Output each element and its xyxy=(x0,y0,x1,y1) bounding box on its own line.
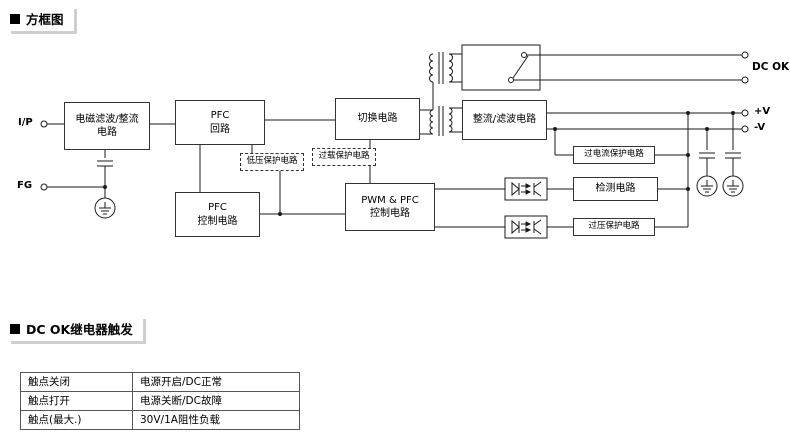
output-wires xyxy=(435,112,742,228)
v-plus-terminal-label: +V xyxy=(754,106,771,117)
block-low-voltage-protection: 低压保护电路 xyxy=(240,153,304,171)
table-row: 触点关闭 电源开启/DC正常 xyxy=(21,373,299,392)
terminal-dots xyxy=(40,51,749,191)
block-rectifier-filter: 整流/滤波电路 xyxy=(462,100,547,140)
block-overvoltage-protection: 过压保护电路 xyxy=(573,218,655,236)
block-pwm-pfc-control: PWM & PFC 控制电路 xyxy=(345,183,435,231)
input-terminal-label: I/P xyxy=(18,117,33,128)
table-cell-value: 电源开启/DC正常 xyxy=(140,376,222,388)
section-title-text: 方框图 xyxy=(26,12,64,27)
relay-contact-icon xyxy=(461,44,742,91)
v-minus-terminal-label: -V xyxy=(754,122,766,133)
table-row: 触点(最大.) 30V/1A阻性负载 xyxy=(21,411,299,429)
junction-dots xyxy=(103,111,735,216)
block-emi-filter: 电磁滤波/整流 电路 xyxy=(64,102,150,150)
block-detection: 检测电路 xyxy=(573,177,658,201)
transformer-icon xyxy=(420,106,462,136)
table-cell-label: 触点打开 xyxy=(21,392,133,410)
dc-ok-table: 触点关闭 电源开启/DC正常 触点打开 电源关断/DC故障 触点(最大.) 30… xyxy=(20,372,300,430)
relay-transformer-icon xyxy=(429,52,462,110)
block-overload-protection: 过载保护电路 xyxy=(312,148,376,166)
section-title-block-diagram: 方框图 xyxy=(8,6,74,31)
square-bullet-icon xyxy=(10,323,20,334)
table-cell-label: 触点关闭 xyxy=(21,373,133,391)
section-title-dc-ok: DC OK继电器触发 xyxy=(8,316,143,341)
block-pfc-loop: PFC 回路 xyxy=(175,100,265,145)
y-capacitor-icon xyxy=(699,113,741,176)
square-bullet-icon xyxy=(10,13,20,24)
block-switching: 切换电路 xyxy=(335,98,420,140)
fg-terminal-label: FG xyxy=(17,180,33,191)
table-cell-value: 电源关断/DC故障 xyxy=(140,395,222,407)
block-overcurrent-protection: 过电流保护电路 xyxy=(573,146,655,164)
section-title-text: DC OK继电器触发 xyxy=(26,322,133,337)
input-wires xyxy=(47,119,335,198)
block-pfc-control: PFC 控制电路 xyxy=(175,192,260,237)
table-row: 触点打开 电源关断/DC故障 xyxy=(21,392,299,411)
control-wires xyxy=(199,140,371,215)
dc-ok-terminal-label: DC OK xyxy=(752,61,790,73)
table-cell-label: 触点(最大.) xyxy=(21,411,133,429)
table-cell-value: 30V/1A阻性负载 xyxy=(140,414,220,426)
